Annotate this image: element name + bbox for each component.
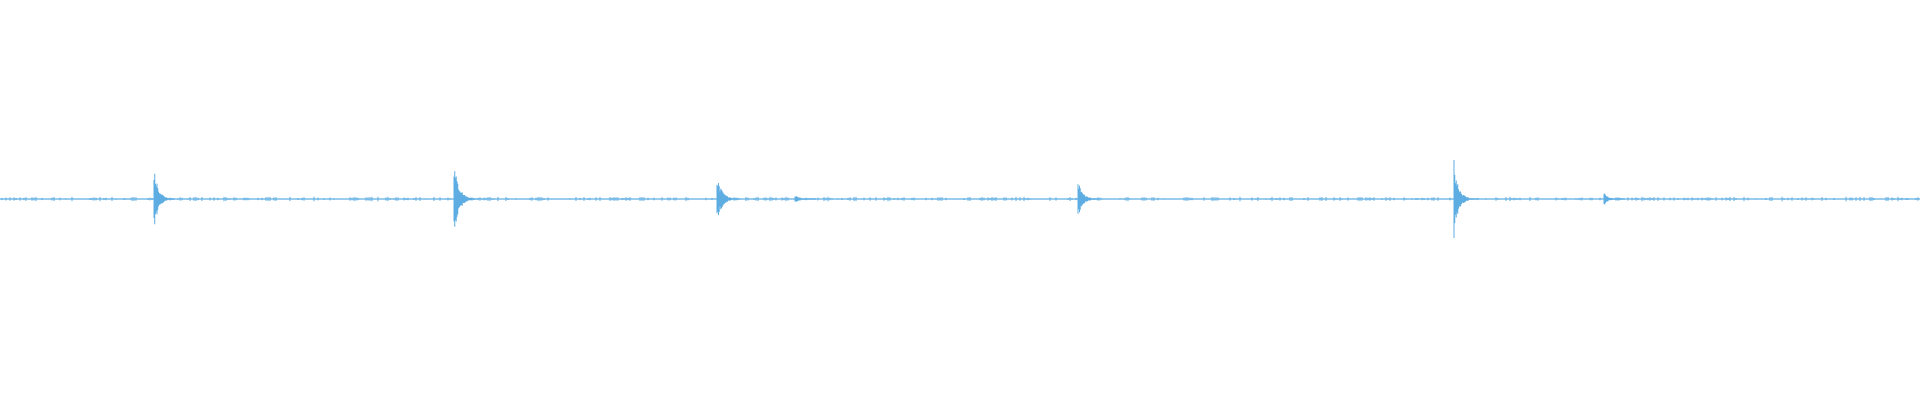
waveform-noise [1, 196, 1919, 202]
waveform-transient-5 [1077, 184, 1099, 214]
waveform-transient-1 [153, 173, 175, 225]
waveform-transient-2 [453, 171, 475, 227]
waveform-transient-6 [1453, 160, 1475, 238]
waveform-transient-4 [794, 196, 816, 202]
waveform-transient-7 [1603, 193, 1625, 205]
waveform-noise-trace [1, 196, 1919, 202]
waveform-transients [153, 160, 1625, 238]
waveform-transient-3 [716, 183, 738, 215]
